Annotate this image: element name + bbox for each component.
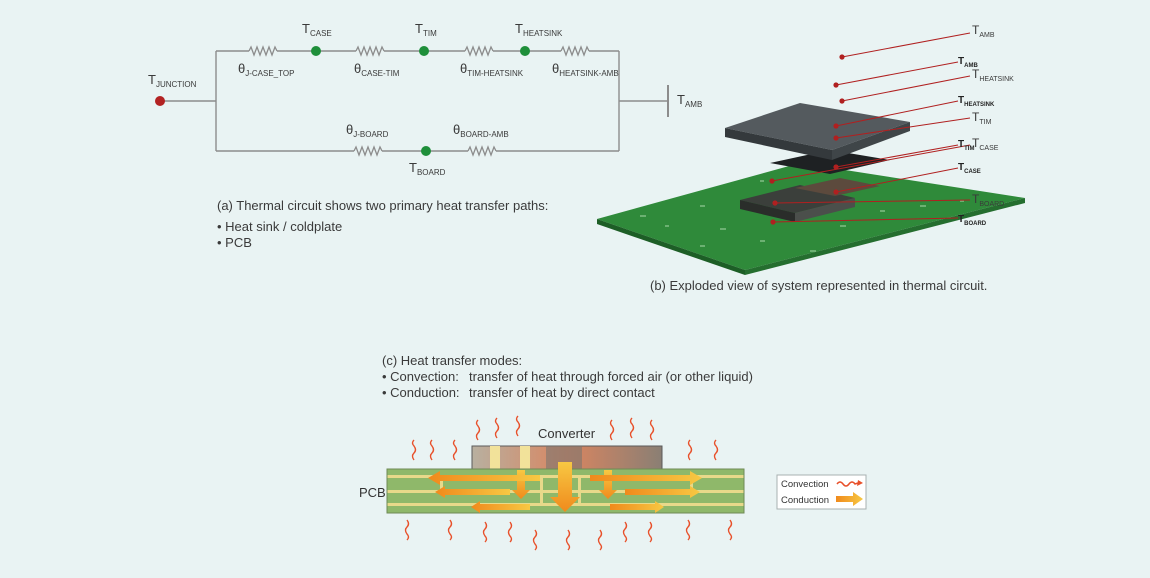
tim-node [419, 46, 429, 56]
exploded-label-t-case-2: TCASE [958, 162, 981, 175]
caption-c-convection-term: • Convection: [382, 369, 459, 384]
caption-a-title: (a) Thermal circuit shows two primary he… [217, 198, 549, 213]
caption-a-item-heatsink: • Heat sink / coldplate [217, 219, 343, 234]
label-t-junction: TJUNCTION [148, 72, 197, 89]
exploded-label-t-amb-1: TAMB [972, 23, 995, 39]
resistor-j-case-top [248, 45, 278, 57]
conduction-arrows [428, 462, 702, 513]
label-theta-j-board: θJ-BOARD [346, 122, 389, 139]
label-theta-heatsink-amb: θHEATSINK-AMB [552, 61, 619, 78]
caption-c-conduction-desc: transfer of heat by direct contact [469, 385, 655, 400]
convection-legend-icon [836, 481, 859, 487]
pcb-board-edge [597, 219, 745, 275]
legend-convection-label: Convection [781, 479, 829, 490]
resistor-tim-heatsink [464, 45, 494, 57]
caption-a-item-pcb: • PCB [217, 235, 252, 250]
exploded-label-t-board-2: TBOARD [958, 214, 987, 227]
exploded-label-t-heatsink-2: THEATSINK [958, 95, 995, 108]
caption-b: (b) Exploded view of system represented … [650, 278, 988, 293]
legend-box [776, 474, 867, 510]
exploded-label-t-heatsink-1: THEATSINK [972, 67, 1014, 83]
converter-label: Converter [538, 426, 596, 441]
label-theta-case-tim: θCASE-TIM [354, 61, 400, 78]
resistor-heatsink-amb [560, 45, 590, 57]
exploded-view: TAMB TAMB THEATSINK THEATSINK TTIM TTIM … [597, 23, 1025, 275]
label-theta-tim-heatsink: θTIM-HEATSINK [460, 61, 524, 78]
legend-conduction-label: Conduction [781, 495, 829, 506]
heat-transfer-diagram: Convection Conduction [386, 415, 867, 551]
label-theta-board-amb: θBOARD-AMB [453, 122, 509, 139]
circuit-wires [160, 50, 669, 152]
heatsink-node [520, 46, 530, 56]
exploded-label-t-tim-1: TTIM [972, 110, 992, 126]
label-theta-j-case-top: θJ-CASE_TOP [238, 61, 294, 78]
label-t-tim: TTIM [415, 21, 437, 38]
label-t-board: TBOARD [409, 160, 446, 177]
resistor-board-amb [467, 145, 497, 157]
label-t-heatsink: THEATSINK [515, 21, 563, 38]
exploded-label-t-amb-2: TAMB [958, 56, 978, 69]
resistor-j-board [353, 145, 383, 157]
caption-c-title: (c) Heat transfer modes: [382, 353, 523, 368]
exploded-label-t-tim-2: TTIM [958, 139, 974, 152]
label-t-amb: TAMB [677, 92, 702, 109]
case-node [311, 46, 321, 56]
resistor-case-tim [355, 45, 385, 57]
board-node [421, 146, 431, 156]
junction-node [155, 96, 165, 106]
conduction-legend-icon [836, 492, 863, 506]
exploded-label-t-case-1: TCASE [972, 136, 999, 152]
exploded-label-t-board-1: TBOARD [972, 192, 1004, 208]
tim-layer [770, 150, 890, 174]
convection-arrows [404, 415, 733, 551]
caption-c-conduction-term: • Conduction: [382, 385, 460, 400]
label-t-case: TCASE [302, 21, 332, 38]
caption-c-convection-desc: transfer of heat through forced air (or … [469, 369, 753, 384]
heatsink-plate [725, 103, 910, 150]
pcb-label: PCB [359, 485, 386, 500]
